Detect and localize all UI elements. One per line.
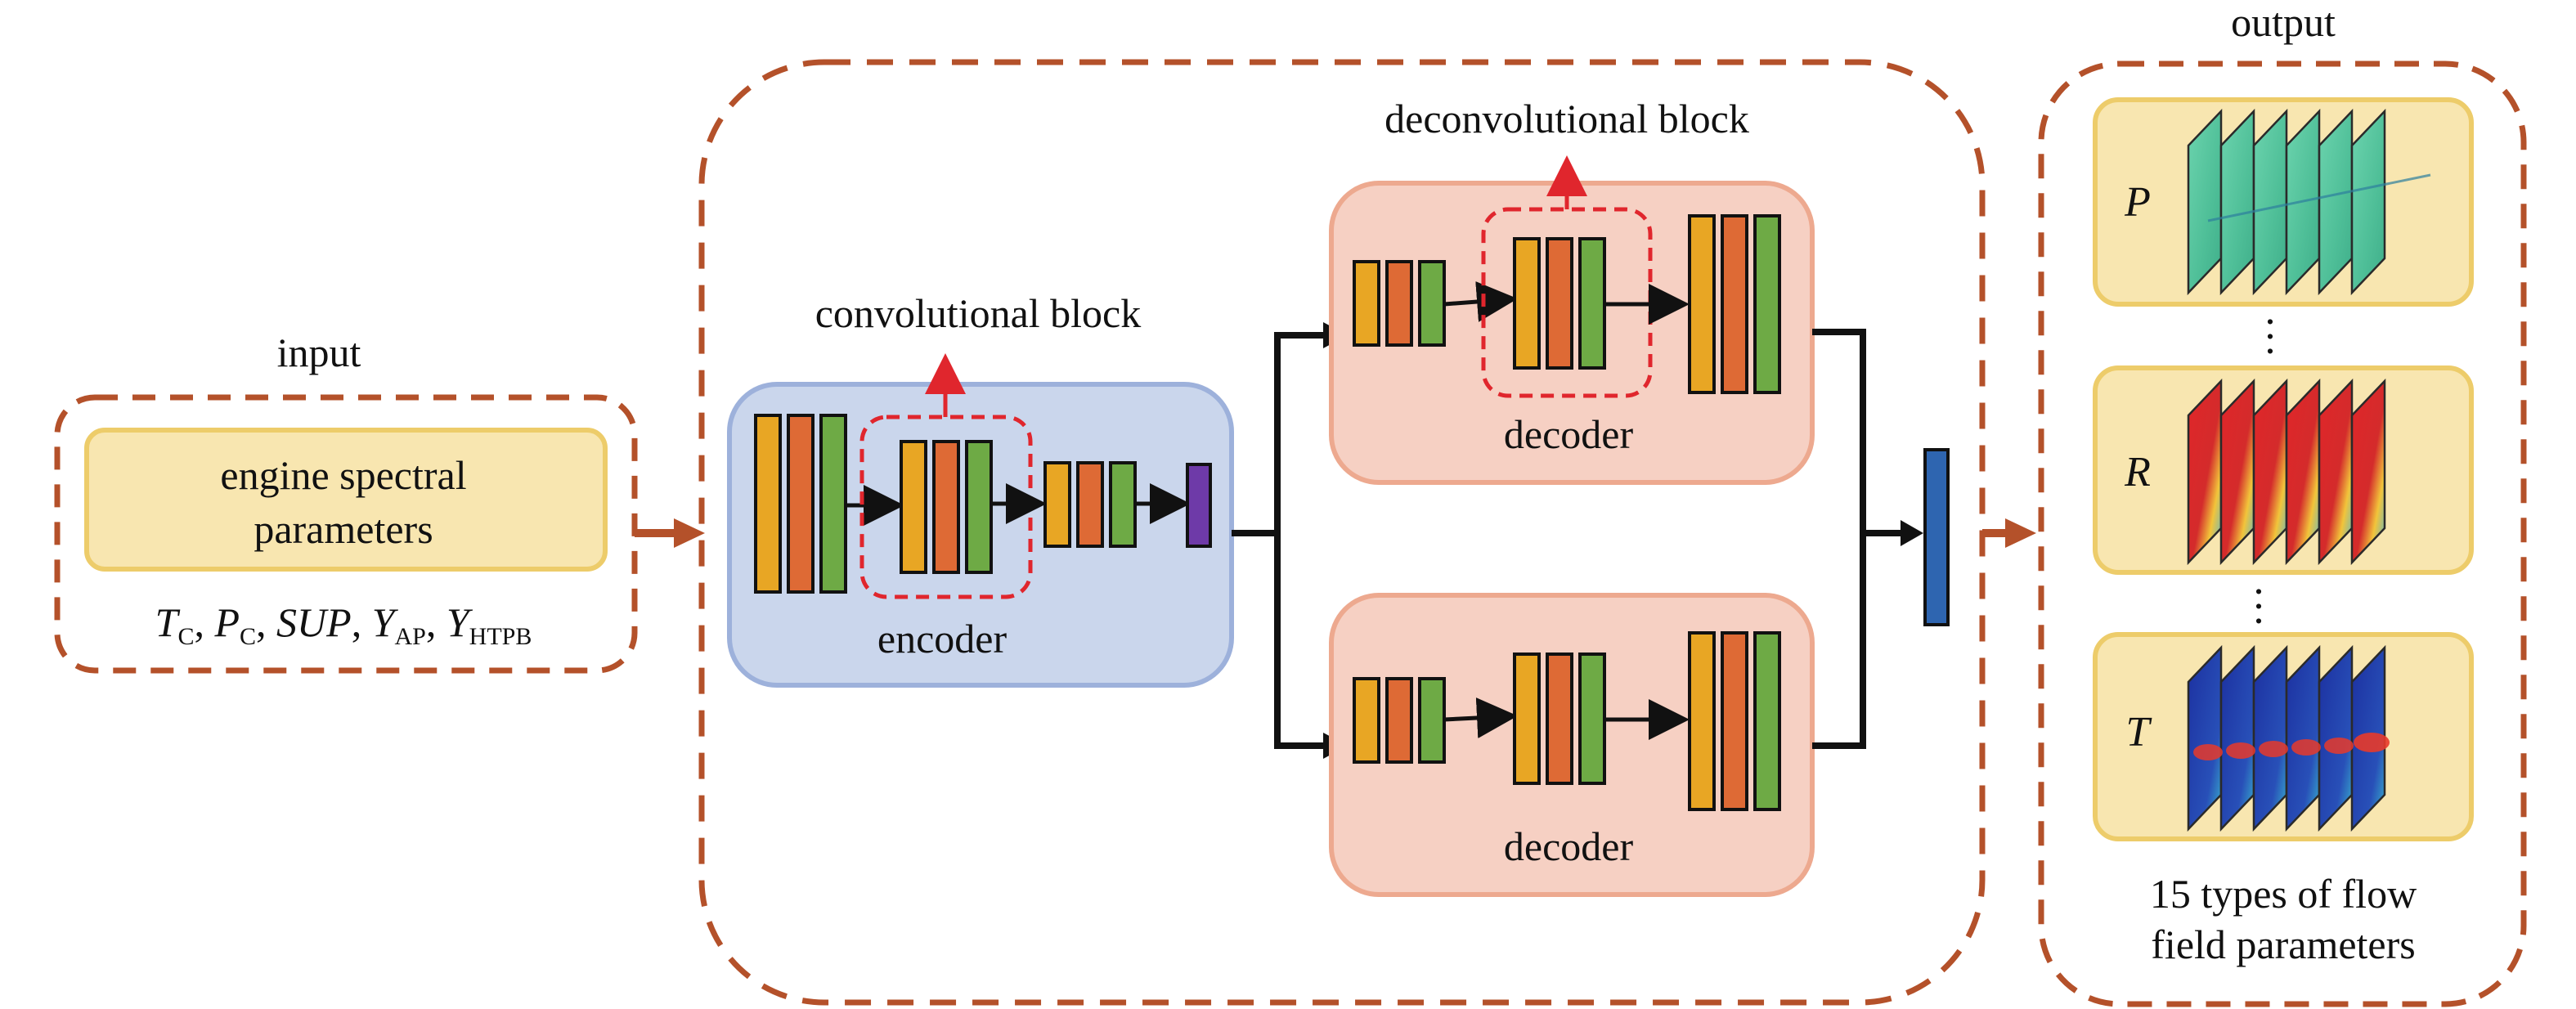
input-variable-subscript: C — [177, 623, 194, 650]
decoder-arrow — [1443, 281, 1518, 322]
ellipsis-dot: . — [2265, 316, 2276, 363]
encoder-layer — [1043, 461, 1071, 548]
decoder-layer — [1578, 237, 1606, 370]
input-variable-subscript: AP — [395, 623, 426, 650]
input-box-line1: engine spectral — [220, 452, 466, 498]
ellipsis-dot: . — [2254, 557, 2264, 603]
decoder-layer — [1688, 214, 1716, 394]
decoder-layer — [1353, 260, 1380, 347]
decoder-top: decoder — [1329, 181, 1815, 485]
field-slices-red — [2187, 378, 2386, 566]
output-caption-line2: field parameters — [2151, 922, 2415, 967]
output-field-card-border — [2093, 97, 2474, 307]
decoder-layer — [1513, 652, 1541, 785]
decoder-layer — [1353, 677, 1380, 764]
convolutional-block-label: convolutional block — [815, 290, 1142, 336]
input-variable-separator: , — [426, 599, 447, 645]
decoder-layer — [1418, 677, 1446, 764]
input-parameters-box-border — [84, 428, 608, 572]
decoder-layer — [1418, 260, 1446, 347]
latent-layer — [1186, 463, 1212, 548]
ellipsis-dots: ... — [2265, 287, 2276, 363]
input-variable-symbol: T — [155, 599, 181, 645]
input-variable-separator: , — [352, 599, 372, 645]
encoder-layer — [754, 414, 782, 594]
output-field-symbol: P — [2124, 179, 2151, 226]
ellipsis-dot: . — [2265, 302, 2276, 348]
encoder-layer — [900, 440, 927, 574]
input-variable-subscript: C — [240, 623, 256, 650]
arrow-network-to-output — [1982, 518, 2036, 548]
decoder-layer — [1513, 237, 1541, 370]
input-section: input engine spectral parameters TC, PC,… — [54, 330, 638, 674]
encoder-layer — [932, 440, 960, 574]
output-field-R: R — [2093, 365, 2474, 575]
ellipsis-dot: . — [2254, 586, 2264, 633]
output-section: output P ... R — [2038, 0, 2527, 1007]
output-field-card-border — [2093, 632, 2474, 841]
output-field-card-border — [2093, 365, 2474, 575]
input-variable-separator: , — [256, 599, 276, 645]
decoder-layer — [1721, 631, 1748, 811]
decoder-arrow — [1443, 697, 1518, 738]
decoder-layer — [1753, 631, 1781, 811]
input-box-line2: parameters — [254, 506, 433, 552]
encoder-layer — [1109, 461, 1137, 548]
input-title: input — [277, 330, 361, 375]
output-field-symbol: R — [2124, 449, 2151, 496]
decoder-layer — [1753, 214, 1781, 394]
decoder-layer — [1688, 631, 1716, 811]
input-variable-symbol: P — [213, 599, 240, 645]
ellipsis-dot: . — [2265, 287, 2276, 334]
input-variable-subscript: HTPB — [469, 623, 532, 650]
encoder-layer — [787, 414, 815, 594]
output-field-T: T — [2093, 632, 2474, 841]
input-parameters-box — [87, 430, 605, 569]
output-caption-line1: 15 types of flow — [2150, 871, 2417, 917]
encoder-label: encoder — [877, 616, 1008, 661]
decoder-layer — [1385, 260, 1413, 347]
input-variables: TC, PC, SUP, YAP, YHTPB — [155, 599, 532, 650]
decoder-layer — [1546, 237, 1573, 370]
output-field-P: P — [2093, 97, 2474, 307]
encoder-layer — [965, 440, 993, 574]
encoder: encoder — [727, 382, 1234, 688]
encoder-layer — [1076, 461, 1104, 548]
input-variable-separator: , — [194, 599, 214, 645]
output-title: output — [2231, 0, 2336, 45]
arrow-input-to-network — [635, 518, 705, 548]
ellipsis-dot: . — [2254, 572, 2264, 618]
decoder-layer — [1546, 652, 1573, 785]
field-slices-teal — [2187, 108, 2431, 296]
decoder-bottom: decoder — [1329, 593, 1815, 897]
decoder-layer — [1578, 652, 1606, 785]
decoder-layer — [1721, 214, 1748, 394]
field-slices-blue — [2187, 644, 2390, 832]
input-variable-symbol: SUP — [276, 599, 352, 645]
deconvolutional-block-label: deconvolutional block — [1384, 96, 1749, 141]
decoder-bottom-label: decoder — [1504, 823, 1634, 869]
decoder-top-label: decoder — [1504, 411, 1634, 457]
merge-connector — [1812, 329, 1923, 749]
output-field-symbol: T — [2126, 709, 2152, 756]
input-variable-symbol: Y — [372, 599, 399, 645]
input-variable-symbol: Y — [447, 599, 473, 645]
output-dashed-frame — [2038, 61, 2527, 1007]
encoder-layer — [819, 414, 847, 594]
decoder-layer — [1385, 677, 1413, 764]
ellipsis-dots: ... — [2254, 557, 2264, 633]
output-layer — [1923, 448, 1950, 626]
